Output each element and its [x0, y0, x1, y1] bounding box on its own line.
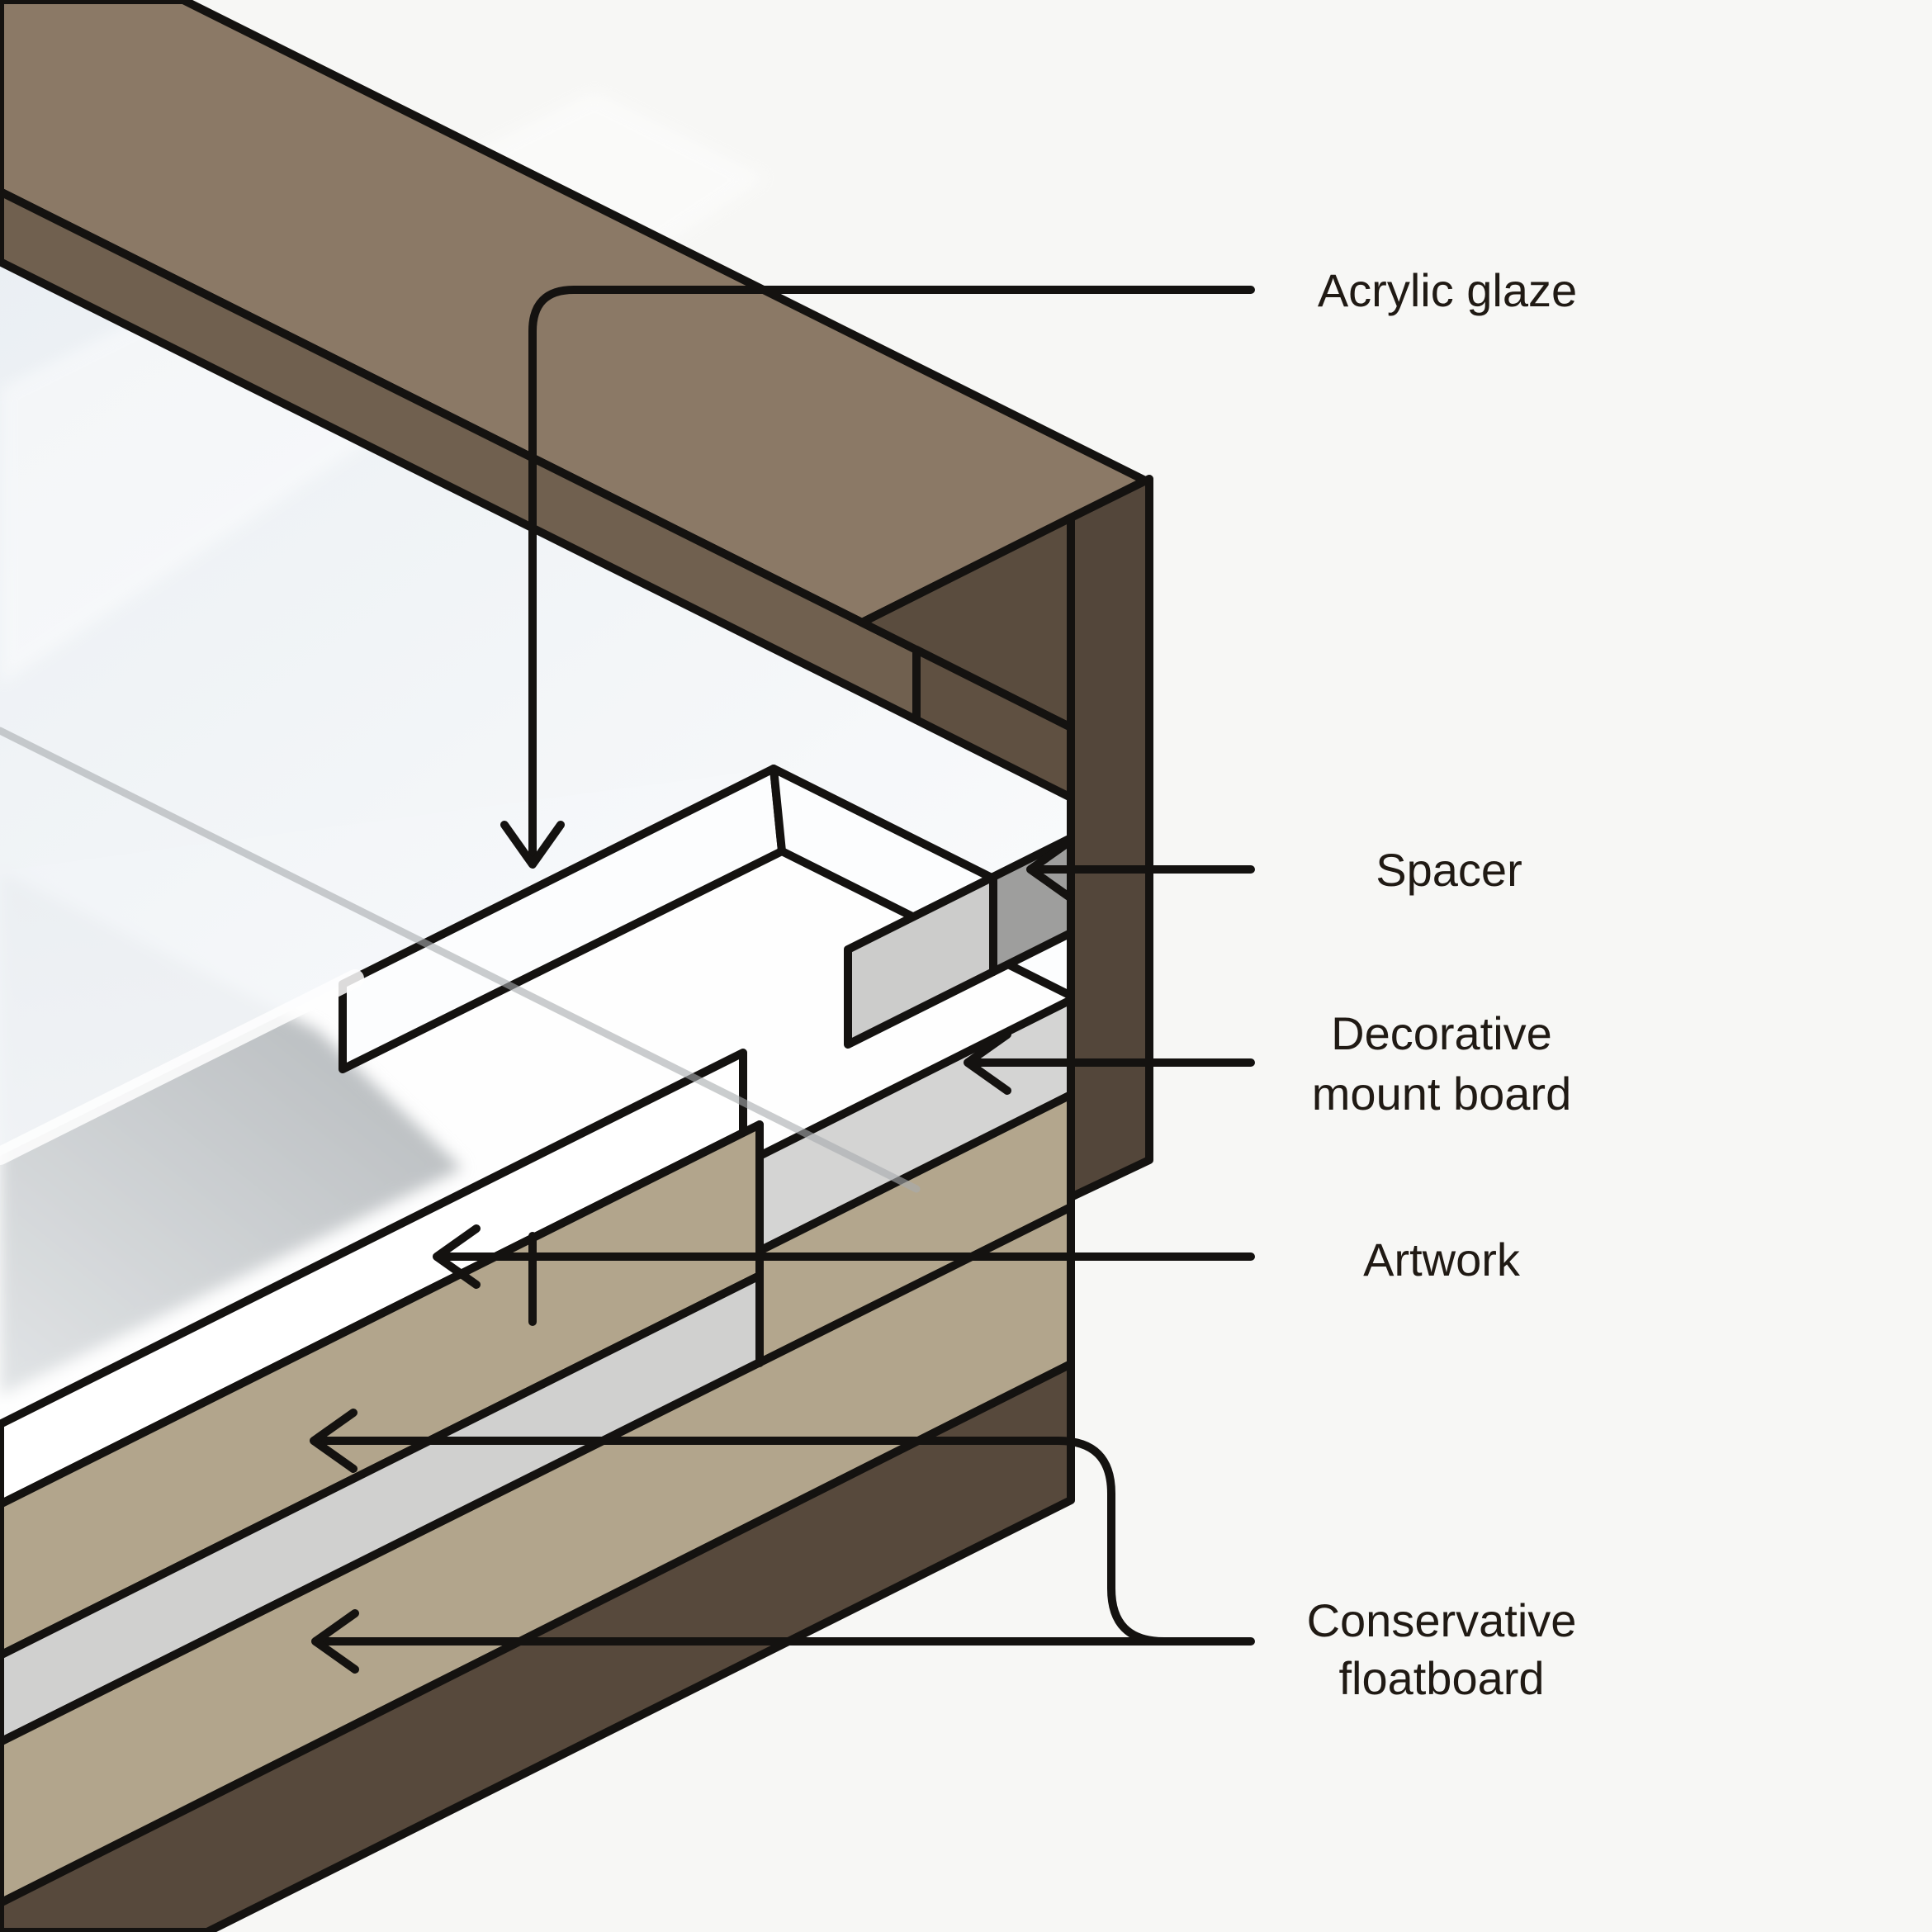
label-floatboard: floatboard — [1338, 1652, 1544, 1704]
arrow-mount-board-icon — [964, 1030, 1011, 1095]
label-floatboard: Conservative — [1307, 1594, 1577, 1646]
label-spacer: Spacer — [1376, 844, 1522, 896]
label-mount-board: mount board — [1312, 1068, 1571, 1120]
label-mount-board: Decorative — [1331, 1007, 1552, 1059]
label-artwork: Artwork — [1363, 1234, 1521, 1286]
arrow-acrylic-glaze-icon — [500, 821, 565, 869]
mount-aperture-line — [0, 727, 921, 1193]
band-frame-bottom-rail — [0, 1360, 1075, 1932]
leader-lines — [310, 286, 1255, 1674]
frame-cut-face — [1067, 475, 1153, 1201]
arrow-floatboard-2-icon — [311, 1609, 359, 1674]
arrow-floatboard-1-icon — [310, 1409, 358, 1473]
frame-assembly-shapes — [0, 0, 1153, 1932]
arrow-spacer-icon — [1026, 837, 1074, 902]
arrow-artwork-icon — [433, 1224, 481, 1289]
leader-acrylic-glaze — [528, 286, 1255, 863]
leader-floatboard-branch — [315, 1437, 1168, 1646]
glaze-soft-edge — [0, 969, 364, 1165]
label-acrylic-glaze: Acrylic glaze — [1318, 264, 1577, 316]
